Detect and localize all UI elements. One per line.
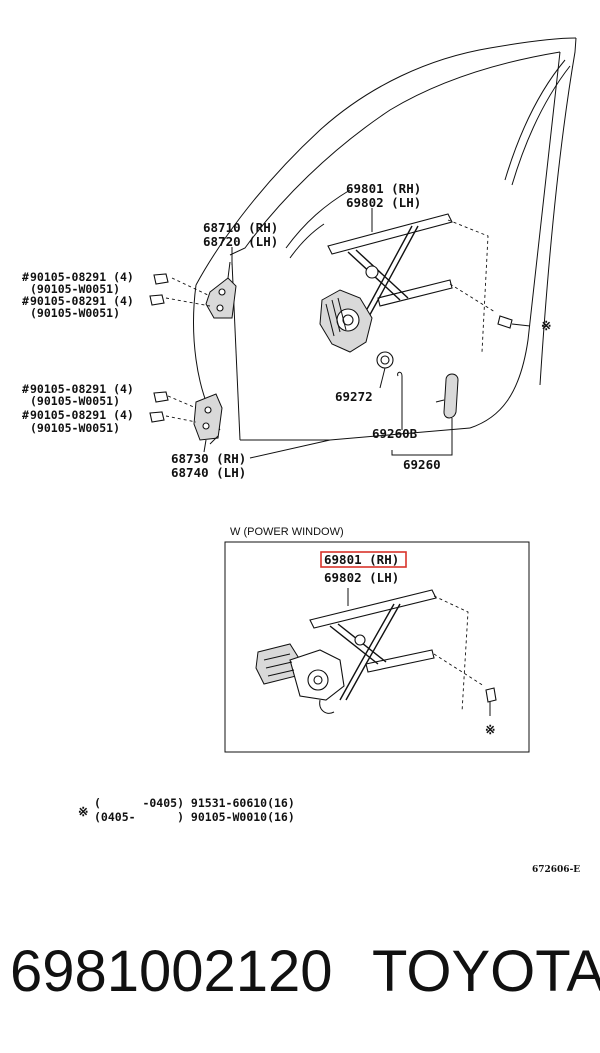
label-69272: 69272 [335,389,373,404]
label-hash-2: # [22,294,29,308]
label-bolt-a2: 90105-08291 (4) [30,294,134,308]
label-68710-rh: 68710 (RH) [203,220,278,235]
power-window-inset: W (POWER WINDOW) 69801 (RH) 69802 (LH) ※ [224,526,530,753]
inset-label-asterisk: ※ [485,722,495,737]
label-bolt-a1-alt: (90105-W0051) [30,282,120,296]
lower-hinge [149,391,223,453]
inset-label-69802-lh: 69802 (LH) [324,570,399,585]
inset-label-69801-rh: 69801 (RH) [324,552,399,567]
label-bolt-a2-alt: (90105-W0051) [30,306,120,320]
label-bolt-b2-alt: (90105-W0051) [30,421,120,435]
label-bolt-a1: 90105-08291 (4) [30,270,134,284]
label-hash-4: # [22,408,29,422]
label-68740-lh: 68740 (LH) [171,465,246,480]
note-line-1: ( -0405) 91531-60610(16) [94,796,295,810]
note-line-2: (0405- ) 90105-W0010(16) [94,810,295,824]
part-number: 6981002120 [10,939,333,1004]
leader-lines [209,208,373,459]
label-hash-1: # [22,270,29,284]
label-68720-lh: 68720 (LH) [203,234,278,249]
label-69260: 69260 [403,457,441,472]
label-bolt-b1-alt: (90105-W0051) [30,394,120,408]
label-bolt-b1: 90105-08291 (4) [30,382,134,396]
label-69801-rh: 69801 (RH) [346,181,421,196]
small-parts [376,351,459,456]
label-68730-rh: 68730 (RH) [171,451,246,466]
window-regulator-main [319,213,531,353]
brand-name: TOYOTA [372,939,600,1004]
footnote: ※ ( -0405) 91531-60610(16) (0405- ) 9010… [78,796,295,824]
label-69802-lh: 69802 (LH) [346,195,421,210]
label-69260b: 69260B [372,426,418,441]
label-asterisk-main: ※ [541,318,551,333]
highlight-box [320,551,407,568]
inset-title: W (POWER WINDOW) [230,526,344,538]
label-bolt-b2: 90105-08291 (4) [30,408,134,422]
label-hash-3: # [22,382,29,396]
upper-hinge [149,261,237,319]
figure-code: 672606-E [532,865,580,875]
main-labels: 69801 (RH) 69802 (LH) 68710 (RH) 68720 (… [22,181,551,480]
inset-frame [224,541,530,753]
note-asterisk: ※ [78,804,88,819]
